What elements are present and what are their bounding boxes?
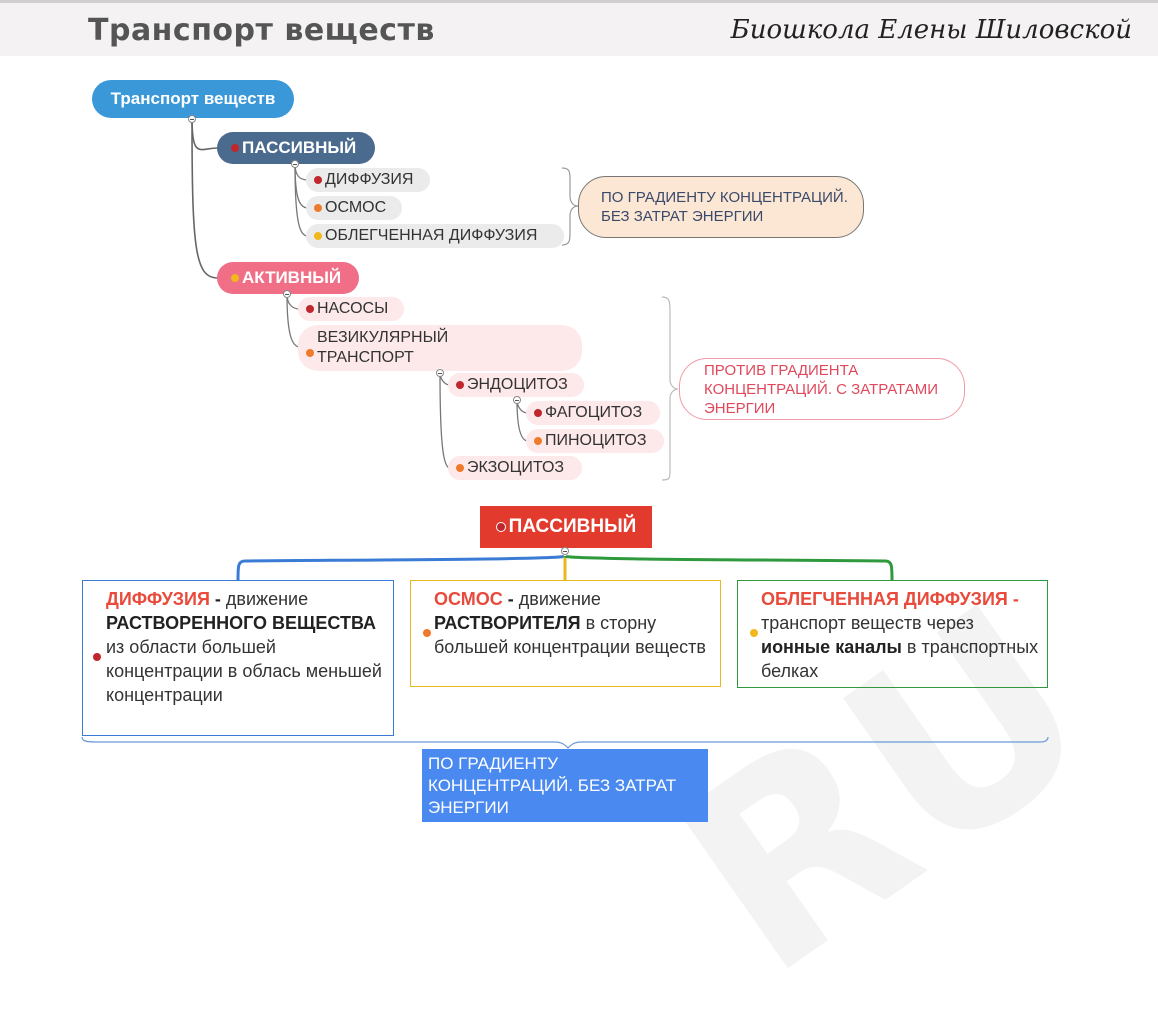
summary-text: ПО ГРАДИЕНТУ КОНЦЕНТРАЦИЙ. БЕЗ ЗАТРАТ ЭН… bbox=[428, 754, 677, 817]
number-3-icon bbox=[750, 629, 758, 637]
active-node[interactable]: АКТИВНЫЙ bbox=[217, 262, 359, 294]
vesicular-label: ВЕЗИКУЛЯРНЫЙ ТРАНСПОРТ bbox=[317, 328, 448, 368]
active-item-pumps[interactable]: НАСОСЫ bbox=[298, 297, 404, 321]
endocytosis-item-phagocytosis[interactable]: ФАГОЦИТОЗ bbox=[526, 401, 660, 425]
number-1-icon bbox=[93, 653, 101, 661]
passive-item-diffusion[interactable]: ДИФФУЗИЯ bbox=[306, 168, 430, 192]
collapse-vesicular-icon[interactable] bbox=[436, 369, 444, 377]
detail-title[interactable]: ПАССИВНЫЙ bbox=[480, 506, 652, 548]
osmosis-card: ОСМОС - движение РАСТВОРИТЕЛЯ в сторну б… bbox=[410, 580, 721, 687]
number-1-icon bbox=[231, 144, 239, 152]
number-3-icon bbox=[314, 232, 322, 240]
number-2-icon bbox=[456, 464, 464, 472]
osmosis-text1: движение bbox=[518, 589, 601, 609]
active-item-vesicular[interactable]: ВЕЗИКУЛЯРНЫЙ ТРАНСПОРТ bbox=[298, 325, 582, 371]
diffusion-label: ДИФФУЗИЯ bbox=[325, 171, 414, 188]
osmosis-label: ОСМОС bbox=[325, 199, 387, 216]
header-bar: Транспорт веществ Биошкола Елены Шиловск… bbox=[0, 0, 1158, 56]
osmosis-sep: - bbox=[502, 589, 519, 609]
phagocytosis-label: ФАГОЦИТОЗ bbox=[545, 404, 643, 421]
vesicular-line1: ВЕЗИКУЛЯРНЫЙ bbox=[317, 329, 449, 346]
number-2-icon bbox=[314, 204, 322, 212]
diffusion-card: ДИФФУЗИЯ - движение РАСТВОРЕННОГО ВЕЩЕСТ… bbox=[82, 580, 394, 736]
collapse-passive-icon[interactable] bbox=[291, 160, 299, 168]
number-1-icon bbox=[456, 381, 464, 389]
diffusion-term: ДИФФУЗИЯ bbox=[106, 589, 210, 609]
collapse-root-icon[interactable] bbox=[188, 115, 196, 123]
vesicular-item-endocytosis[interactable]: ЭНДОЦИТОЗ bbox=[448, 373, 584, 397]
passive-note-text: ПО ГРАДИЕНТУ КОНЦЕНТРАЦИЙ. БЕЗ ЗАТРАТ ЭН… bbox=[601, 189, 848, 225]
number-1-icon bbox=[495, 522, 506, 532]
passive-node[interactable]: ПАССИВНЫЙ bbox=[217, 132, 375, 164]
number-2-icon bbox=[534, 437, 542, 445]
facilitated-sep: - bbox=[1007, 589, 1019, 609]
detail-title-label: ПАССИВНЫЙ bbox=[508, 516, 637, 537]
diffusion-text1: движение bbox=[225, 589, 309, 609]
collapse-active-icon[interactable] bbox=[283, 290, 291, 298]
number-1-icon bbox=[314, 176, 322, 184]
number-1-icon bbox=[534, 409, 542, 417]
facilitated-bold: ионные каналы bbox=[761, 637, 902, 657]
pinocytosis-label: ПИНОЦИТОЗ bbox=[545, 432, 647, 449]
diffusion-sep: - bbox=[209, 589, 226, 609]
summary-box: ПО ГРАДИЕНТУ КОНЦЕНТРАЦИЙ. БЕЗ ЗАТРАТ ЭН… bbox=[422, 749, 708, 822]
vesicular-item-exocytosis[interactable]: ЭКЗОЦИТОЗ bbox=[448, 456, 582, 480]
active-note-text: ПРОТИВ ГРАДИЕНТА КОНЦЕНТРАЦИЙ. С ЗАТРАТА… bbox=[704, 361, 939, 417]
number-2-icon bbox=[306, 349, 314, 357]
root-node[interactable]: Транспорт веществ bbox=[92, 80, 294, 118]
vesicular-line2: ТРАНСПОРТ bbox=[317, 349, 414, 366]
osmosis-text2: в сторну большей концентрации веществ bbox=[434, 613, 706, 657]
number-1-icon bbox=[306, 305, 314, 313]
root-label: Транспорт веществ bbox=[110, 89, 276, 108]
passive-item-osmosis[interactable]: ОСМОС bbox=[306, 196, 402, 220]
facilitated-text2: в транспортных белках bbox=[761, 637, 1039, 681]
number-2-icon bbox=[231, 274, 239, 282]
facilitated-card: ОБЛЕГЧЕННАЯ ДИФФУЗИЯ - транспорт веществ… bbox=[737, 580, 1048, 688]
active-label: АКТИВНЫЙ bbox=[242, 268, 342, 287]
endocytosis-label: ЭНДОЦИТОЗ bbox=[467, 376, 568, 393]
endocytosis-item-pinocytosis[interactable]: ПИНОЦИТОЗ bbox=[526, 429, 664, 453]
pumps-label: НАСОСЫ bbox=[317, 300, 389, 317]
brand-logo: Биошкола Елены Шиловской bbox=[730, 15, 1132, 45]
osmosis-term: ОСМОС bbox=[434, 589, 503, 609]
collapse-detail-icon[interactable] bbox=[561, 547, 569, 555]
diffusion-text2: из области большей концентрации в облась… bbox=[106, 637, 382, 705]
facilitated-text1: транспорт веществ через bbox=[761, 613, 974, 633]
osmosis-bold: РАСТВОРИТЕЛЯ bbox=[434, 613, 581, 633]
passive-label: ПАССИВНЫЙ bbox=[242, 138, 357, 157]
page-title: Транспорт веществ bbox=[88, 13, 435, 48]
facilitated-label: ОБЛЕГЧЕННАЯ ДИФФУЗИЯ bbox=[325, 227, 538, 244]
passive-item-facilitated[interactable]: ОБЛЕГЧЕННАЯ ДИФФУЗИЯ bbox=[306, 224, 564, 248]
collapse-endocytosis-icon[interactable] bbox=[513, 396, 521, 404]
exocytosis-label: ЭКЗОЦИТОЗ bbox=[467, 459, 565, 476]
number-2-icon bbox=[423, 629, 431, 637]
passive-note: ПО ГРАДИЕНТУ КОНЦЕНТРАЦИЙ. БЕЗ ЗАТРАТ ЭН… bbox=[578, 176, 864, 238]
active-note: ПРОТИВ ГРАДИЕНТА КОНЦЕНТРАЦИЙ. С ЗАТРАТА… bbox=[679, 358, 965, 420]
facilitated-term: ОБЛЕГЧЕННАЯ ДИФФУЗИЯ bbox=[761, 589, 1008, 609]
connector-lines bbox=[81, 117, 1049, 749]
diffusion-bold: РАСТВОРЕННОГО ВЕЩЕСТВА bbox=[106, 613, 377, 633]
